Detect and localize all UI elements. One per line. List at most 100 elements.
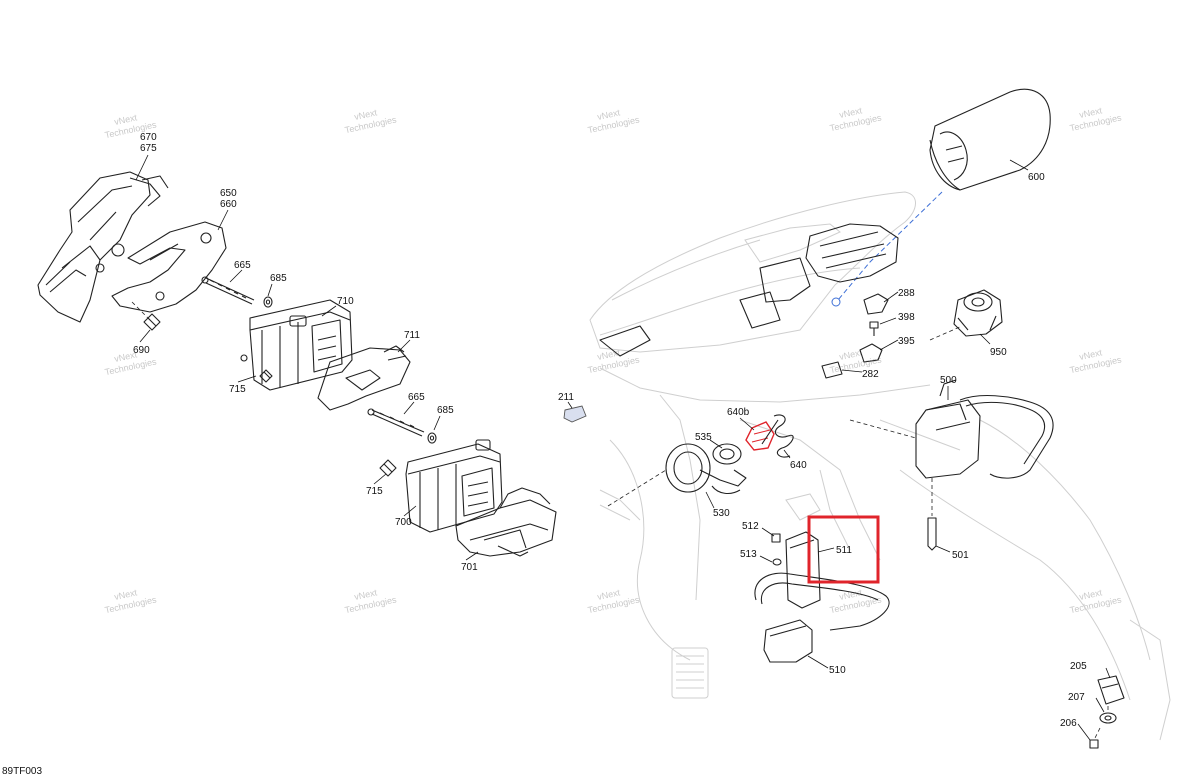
callout-690: 690 bbox=[133, 345, 150, 356]
callout-640b: 640b bbox=[727, 407, 750, 418]
assembly-point-blue bbox=[831, 297, 841, 307]
svg-text:vNext: vNext bbox=[1078, 347, 1103, 362]
leader-dashed bbox=[849, 419, 917, 439]
svg-text:vNext: vNext bbox=[838, 105, 863, 120]
bolt-665-upper bbox=[201, 276, 255, 305]
clip-395 bbox=[859, 343, 883, 363]
screw-512 bbox=[771, 533, 781, 543]
assembly-line-blue bbox=[837, 191, 943, 301]
callout-288: 288 bbox=[898, 288, 915, 299]
harness-500 bbox=[915, 379, 1054, 479]
mount-711 bbox=[317, 345, 411, 411]
callout-512: 512 bbox=[742, 521, 759, 532]
callout-513: 513 bbox=[740, 549, 757, 560]
ring-535 bbox=[712, 443, 742, 465]
svg-text:vNext: vNext bbox=[353, 107, 378, 122]
callout-501: 501 bbox=[952, 550, 969, 561]
screw-715-lower bbox=[379, 459, 397, 477]
callout-530: 530 bbox=[713, 508, 730, 519]
washer-207 bbox=[1099, 712, 1117, 724]
cover-600 bbox=[929, 88, 1051, 191]
callout-535: 535 bbox=[695, 432, 712, 443]
leader-lines bbox=[135, 154, 1111, 741]
bolt-501 bbox=[927, 517, 937, 551]
leader-dashed bbox=[607, 469, 667, 507]
figure-code: 89TF003 bbox=[2, 766, 43, 777]
vehicle-context-ghost bbox=[589, 191, 1171, 741]
callout-650: 650 bbox=[220, 188, 237, 199]
callout-511: 511 bbox=[836, 545, 852, 556]
callout-685-b: 685 bbox=[437, 405, 454, 416]
module-510 bbox=[754, 572, 890, 663]
svg-text:vNext: vNext bbox=[1078, 105, 1103, 120]
spring-640 bbox=[761, 414, 794, 458]
callout-206: 206 bbox=[1060, 718, 1077, 729]
callout-640: 640 bbox=[790, 460, 807, 471]
callout-211: 211 bbox=[558, 392, 574, 403]
svg-text:vNext: vNext bbox=[113, 587, 138, 602]
handle-bracket-670 bbox=[37, 171, 169, 323]
bolt-665-lower bbox=[367, 408, 425, 437]
callout-711: 711 bbox=[404, 330, 420, 341]
callout-510: 510 bbox=[829, 665, 846, 676]
leader-dashed bbox=[929, 325, 963, 341]
callout-715: 715 bbox=[229, 384, 246, 395]
washer-513 bbox=[772, 558, 782, 566]
svg-text:vNext: vNext bbox=[113, 112, 138, 127]
callout-665-b: 665 bbox=[408, 392, 425, 403]
bracket-205 bbox=[1097, 675, 1125, 705]
callout-600: 600 bbox=[1028, 172, 1045, 183]
callout-710: 710 bbox=[337, 296, 354, 307]
svg-text:vNext: vNext bbox=[113, 349, 138, 364]
svg-text:vNext: vNext bbox=[1078, 587, 1103, 602]
module-511 bbox=[785, 531, 821, 609]
callout-675: 675 bbox=[140, 143, 157, 154]
bracket-530 bbox=[665, 443, 747, 495]
canister-710 bbox=[240, 299, 353, 391]
leader-dashed bbox=[131, 301, 151, 321]
leader-dashed bbox=[1094, 706, 1109, 739]
callout-labels: 670 675 650 660 665 685 710 711 690 715 … bbox=[133, 132, 1087, 729]
clip-211 bbox=[563, 405, 587, 423]
callout-950: 950 bbox=[990, 347, 1007, 358]
mount-701 bbox=[455, 487, 557, 557]
callout-715-b: 715 bbox=[366, 486, 383, 497]
svg-text:vNext: vNext bbox=[596, 107, 621, 122]
bracket-650 bbox=[111, 221, 227, 313]
screw-715-upper bbox=[259, 369, 273, 383]
dash-module bbox=[599, 223, 899, 357]
svg-text:vNext: vNext bbox=[838, 347, 863, 362]
callout-205: 205 bbox=[1070, 661, 1087, 672]
callout-700: 700 bbox=[395, 517, 412, 528]
screw-206 bbox=[1089, 739, 1099, 749]
svg-text:vNext: vNext bbox=[596, 587, 621, 602]
callout-282: 282 bbox=[862, 369, 879, 380]
screw-398 bbox=[869, 321, 879, 336]
clip-282 bbox=[821, 361, 843, 379]
highlight-box-511 bbox=[807, 515, 880, 584]
callout-207: 207 bbox=[1068, 692, 1085, 703]
callout-670: 670 bbox=[140, 132, 157, 143]
callout-398: 398 bbox=[898, 312, 915, 323]
callout-685: 685 bbox=[270, 273, 287, 284]
canister-700 bbox=[405, 439, 503, 533]
washer-685-lower bbox=[427, 432, 437, 444]
washer-685-upper bbox=[263, 296, 273, 308]
callout-701: 701 bbox=[461, 562, 478, 573]
svg-text:vNext: vNext bbox=[596, 347, 621, 362]
callout-500: 500 bbox=[940, 375, 957, 386]
socket-950 bbox=[953, 289, 1003, 337]
callout-665: 665 bbox=[234, 260, 251, 271]
